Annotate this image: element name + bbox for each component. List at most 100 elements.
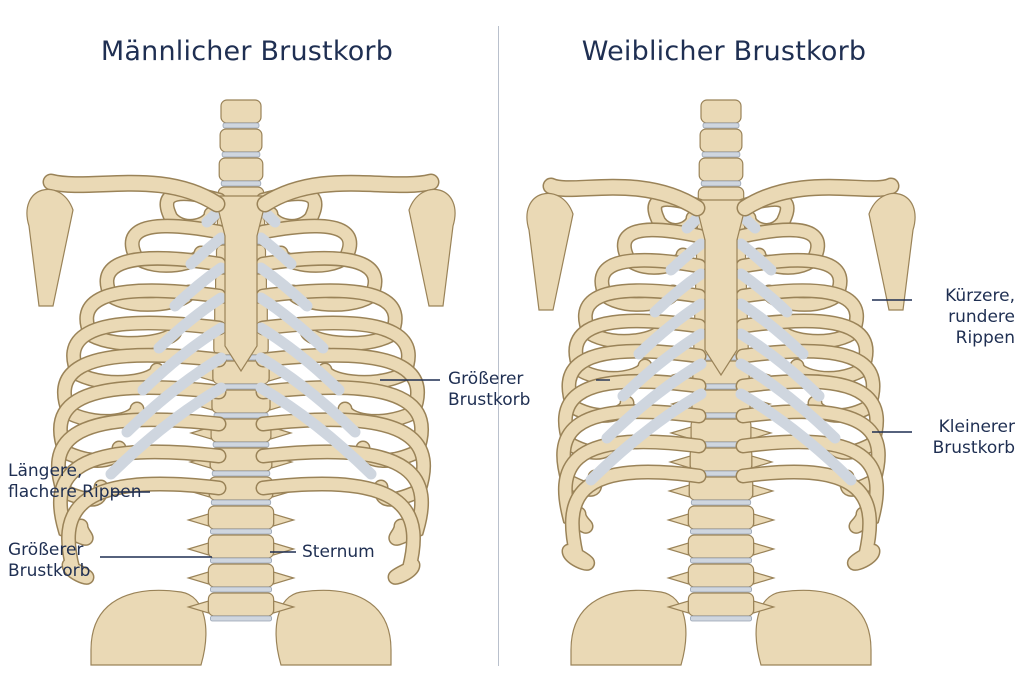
intervertebral-disc — [209, 528, 272, 535]
panel-divider — [498, 26, 499, 666]
left-humerus — [526, 192, 574, 311]
vertebra — [219, 128, 263, 153]
vertebra-process — [666, 542, 689, 556]
cartilage-strip — [169, 262, 227, 312]
label-line: Längere, — [8, 461, 83, 481]
intervertebral-disc — [209, 615, 272, 622]
vertebra — [687, 505, 755, 530]
pelvis-right — [755, 589, 872, 666]
label-line: Größerer — [448, 369, 524, 389]
right-humerus — [868, 192, 916, 311]
intervertebral-disc — [209, 557, 272, 564]
cartilage-strip — [255, 382, 377, 480]
vertebra-process — [666, 571, 689, 585]
label-line: rundere — [948, 307, 1015, 327]
vertebra — [220, 99, 262, 124]
cartilage-strip — [105, 382, 227, 480]
vertebra-process — [753, 513, 776, 527]
rib — [62, 478, 225, 584]
intervertebral-disc — [221, 151, 261, 158]
left-clavicle — [544, 179, 704, 215]
vertebra — [687, 534, 755, 559]
intervertebral-disc — [210, 499, 272, 506]
label-grosserer-brustkorb-bottom: Größerer Brustkorb — [8, 540, 90, 582]
label-line: Größerer — [8, 540, 84, 560]
cartilage-strip — [255, 232, 297, 270]
vertebra-process — [273, 542, 296, 556]
vertebra-process — [186, 542, 209, 556]
label-line: Sternum — [302, 542, 375, 562]
intervertebral-disc — [690, 528, 753, 535]
cartilage-strip — [185, 232, 227, 270]
intervertebral-disc — [690, 557, 753, 564]
cartilage-strip — [137, 322, 227, 396]
label-line: flachere Rippen — [8, 482, 142, 502]
vertebra-process — [752, 484, 775, 498]
vertebra — [687, 563, 755, 588]
cartilage-strip — [735, 358, 841, 444]
cartilage-strip — [255, 292, 329, 354]
rib — [563, 466, 705, 570]
female-rib-cage-illustration — [526, 99, 916, 666]
vertebra — [700, 99, 742, 124]
right-humerus — [408, 188, 456, 307]
pelvis-left — [90, 589, 207, 666]
cartilage-strip — [255, 352, 361, 438]
male-panel-title: Männlicher Brustkorb — [100, 36, 394, 67]
label-line: Kleinerer — [938, 417, 1015, 437]
vertebra — [207, 505, 275, 530]
label-kleinerer-brustkorb: Kleinerer Brustkorb — [910, 417, 1015, 459]
cartilage-strip — [585, 388, 707, 486]
vertebra-process — [186, 571, 209, 585]
label-grosserer-brustkorb-right: Größerer Brustkorb — [448, 369, 530, 411]
vertebra-process — [666, 513, 689, 527]
pelvis-right — [275, 589, 392, 666]
label-kurzere-rundere-rippen: Kürzere, rundere Rippen — [915, 286, 1015, 349]
female-panel-title: Weiblicher Brustkorb — [581, 36, 867, 67]
ribs — [556, 192, 886, 571]
intervertebral-disc — [700, 180, 742, 187]
vertebra — [207, 563, 275, 588]
ribs — [50, 186, 432, 585]
costal-cartilage — [105, 202, 377, 480]
vertebra-process — [753, 571, 776, 585]
cartilage-strip — [735, 238, 777, 276]
rib — [559, 435, 705, 533]
intervertebral-disc — [211, 470, 271, 477]
label-line: Rippen — [955, 328, 1015, 348]
vertebra-process — [186, 513, 209, 527]
label-langere-flachere-rippen: Längere, flachere Rippen — [8, 461, 142, 503]
label-line: Brustkorb — [932, 438, 1015, 458]
label-line: Kürzere, — [945, 286, 1015, 306]
vertebra-process — [273, 571, 296, 585]
vertebra — [218, 157, 264, 182]
intervertebral-disc — [212, 441, 270, 448]
right-clavicle — [258, 175, 438, 211]
intervertebral-disc — [209, 586, 272, 593]
label-sternum: Sternum — [302, 542, 375, 563]
intervertebral-disc — [690, 586, 753, 593]
left-clavicle — [44, 175, 224, 211]
cartilage-strip — [601, 358, 707, 444]
male-rib-cage-illustration — [26, 99, 456, 666]
cartilage-strip — [255, 322, 345, 396]
vertebra — [699, 128, 743, 153]
pelvis-left — [570, 589, 687, 666]
cartilage-strip — [153, 292, 227, 354]
intervertebral-disc — [222, 122, 260, 129]
cartilage-strip — [649, 268, 707, 318]
cartilage-strip — [633, 298, 707, 360]
vertebra-process — [273, 513, 296, 527]
vertebra-process — [753, 542, 776, 556]
cartilage-strip — [121, 352, 227, 438]
intervertebral-disc — [690, 615, 753, 622]
label-line: Brustkorb — [8, 561, 91, 581]
cartilage-strip — [735, 268, 793, 318]
label-line: Brustkorb — [448, 390, 531, 410]
vertebra — [698, 157, 744, 182]
intervertebral-disc — [213, 412, 269, 419]
right-clavicle — [738, 179, 898, 215]
vertebra — [207, 534, 275, 559]
intervertebral-disc — [702, 122, 740, 129]
